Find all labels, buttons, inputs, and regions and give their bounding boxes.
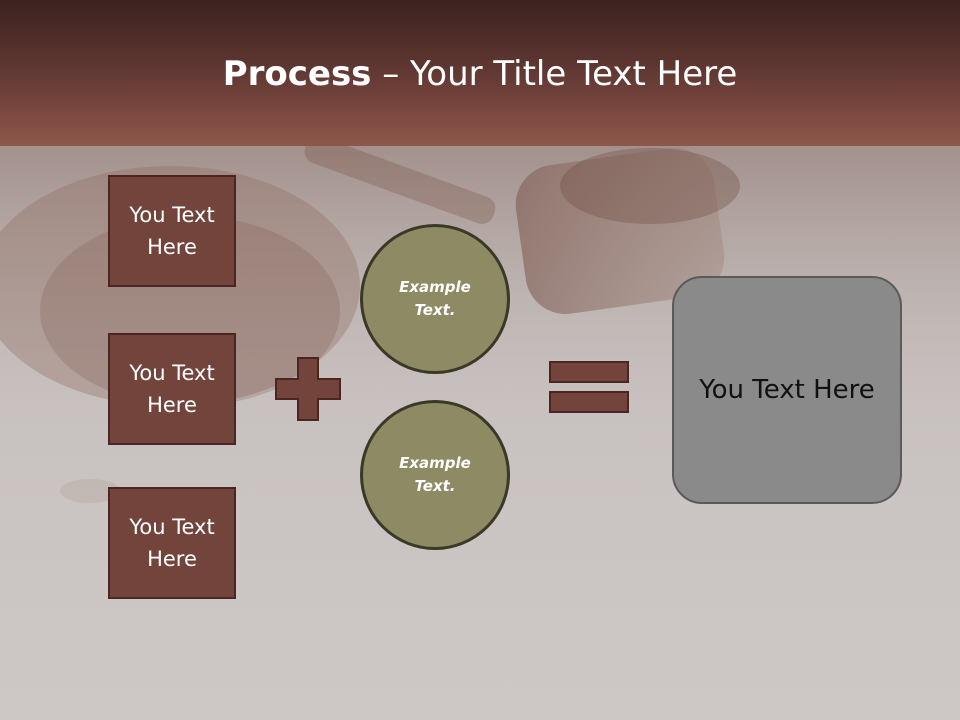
example-circle-2: Example Text. — [360, 400, 510, 550]
result-box: You Text Here — [672, 276, 902, 504]
input-box-2: You Text Here — [108, 333, 236, 445]
input-box-3: You Text Here — [108, 487, 236, 599]
title-strong: Process — [222, 54, 372, 94]
plus-sign — [275, 357, 341, 421]
title-banner — [0, 0, 960, 146]
slide-title: Process – Your Title Text Here — [0, 52, 960, 96]
input-box-1: You Text Here — [108, 175, 236, 287]
example-circle-1: Example Text. — [360, 224, 510, 374]
equals-sign — [549, 361, 629, 413]
title-rest: – Your Title Text Here — [371, 54, 738, 94]
